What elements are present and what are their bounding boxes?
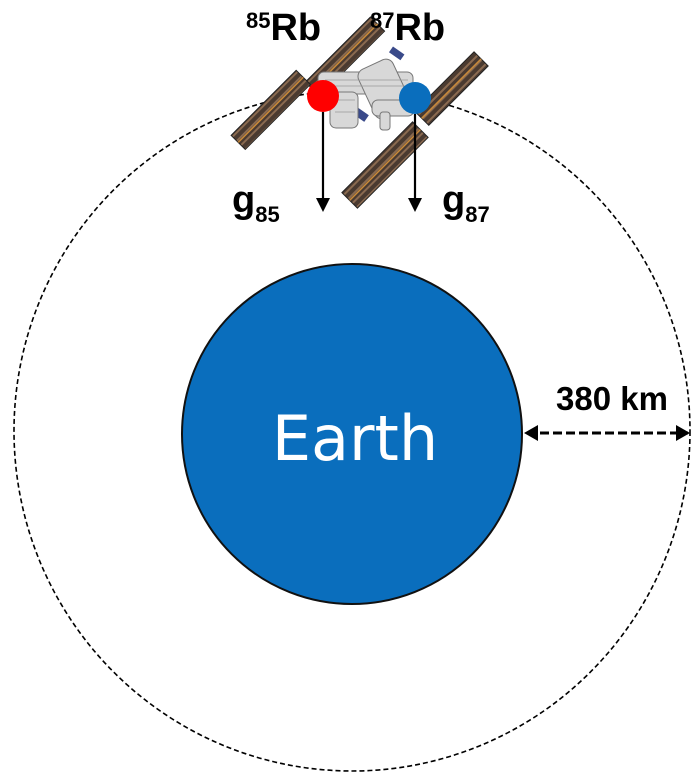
g85-label: g85 [232,179,280,227]
rb85-mass-number: 85 [246,8,270,33]
g85-subscript: 85 [255,202,279,227]
rb87-atom-dot [399,82,431,114]
altitude-arrow [524,425,690,441]
rb85-label: 85Rb [246,7,321,49]
g87-subscript: 87 [465,202,489,227]
rb87-element: Rb [394,7,445,49]
rb87-label: 87Rb [370,7,445,49]
altitude-label: 380 km [556,380,668,417]
earth-sphere [181,263,523,605]
rb85-atom-dot [307,80,339,112]
rb87-mass-number: 87 [370,8,394,33]
g85-symbol: g [232,179,255,221]
earth-label: Earth [272,402,438,475]
g87-label: g87 [442,179,490,227]
g87-symbol: g [442,179,465,221]
rb85-element: Rb [270,7,321,49]
